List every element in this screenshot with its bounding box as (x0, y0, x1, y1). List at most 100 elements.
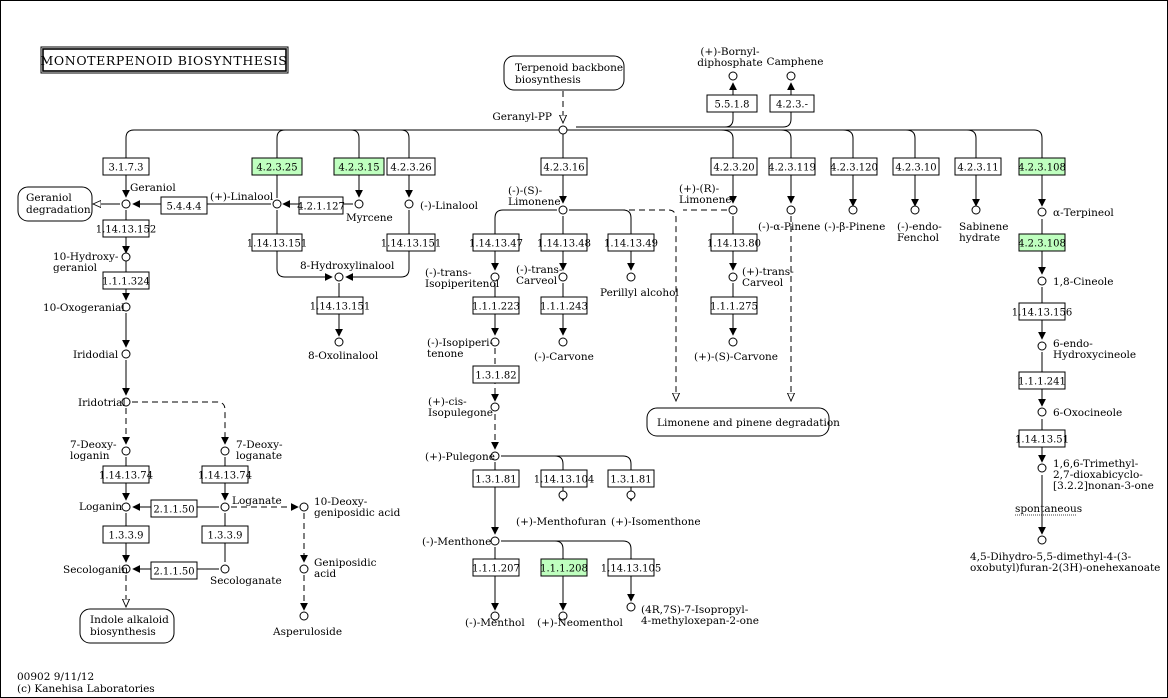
enzyme-5-4-4-4[interactable]: 5.4.4.4 (160, 196, 208, 215)
compound-node[interactable] (1037, 535, 1047, 545)
enzyme-4-2-3-11[interactable]: 4.2.3.11 (954, 157, 1002, 176)
enzyme-1-14-13-151[interactable]: 1.14.13.151 (381, 233, 441, 252)
compound-geraniol[interactable]: Geraniol (121, 182, 176, 209)
enzyme-1-3-3-9[interactable]: 1.3.3.9 (102, 525, 150, 544)
enzyme-1-1-1-223[interactable]: 1.1.1.223 (472, 296, 520, 315)
compound-node[interactable] (728, 205, 738, 215)
enzyme-1-3-3-9[interactable]: 1.3.3.9 (201, 525, 249, 544)
compound-node[interactable] (848, 205, 858, 215)
compound-deoxygeniposidic[interactable]: 10-Deoxy-geniposidic acid (299, 496, 401, 519)
compound-node[interactable] (558, 272, 568, 282)
enzyme-1-3-1-81[interactable]: 1.3.1.81 (472, 469, 520, 488)
enzyme-5-5-1-8[interactable]: 5.5.1.8 (706, 94, 758, 113)
compound-node[interactable] (1037, 407, 1047, 417)
compound-node[interactable] (626, 490, 636, 500)
compound-node[interactable] (786, 205, 796, 215)
enzyme-1-1-1-207[interactable]: 1.1.1.207 (472, 558, 520, 577)
enzyme-1-14-13-47[interactable]: 1.14.13.47 (469, 233, 523, 252)
enzyme-4-2-3-10[interactable]: 4.2.3.10 (892, 157, 940, 176)
compound-trimethyl[interactable]: 1,6,6-Trimethyl-2,7-dioxabicyclo-[3.2.2]… (1037, 458, 1154, 492)
compound-deoxyloganin[interactable]: 7-Deoxy-loganin (70, 439, 131, 462)
compound-perillyl[interactable]: Perillyl alcohol (600, 272, 679, 299)
compound-node[interactable] (558, 490, 568, 500)
compound-hydroxycineole[interactable]: 6-endo-Hydroxycineole (1037, 338, 1136, 361)
compound-isomenthone[interactable]: (+)-Isomenthone (611, 490, 701, 528)
compound-oxocineole[interactable]: 6-Oxocineole (1037, 407, 1122, 419)
compound-neomenthol[interactable]: (+)-Neomenthol (537, 611, 623, 629)
enzyme-1-1-1-208[interactable]: 1.1.1.208 (540, 558, 588, 577)
compound-node[interactable] (490, 451, 500, 461)
compound-node[interactable] (404, 199, 414, 209)
enzyme-1-1-1-241[interactable]: 1.1.1.241 (1018, 371, 1066, 390)
enzyme-4-2-3-25[interactable]: 4.2.3.25 (251, 157, 303, 176)
compound-beta-pinene[interactable]: (-)-β-Pinene (824, 205, 885, 233)
compound-geranyl-pp[interactable]: Geranyl-PP (492, 111, 568, 135)
compound-node[interactable] (490, 611, 500, 621)
enzyme-4-2-1-127[interactable]: 4.2.1.127 (297, 196, 345, 215)
compound-node[interactable] (786, 71, 796, 81)
enzyme-1-14-13-152[interactable]: 1.14.13.152 (96, 219, 156, 238)
compound-node[interactable] (220, 502, 230, 512)
compound-camphene[interactable]: Camphene (767, 56, 824, 81)
compound-oxolinalool[interactable]: 8-Oxolinalool (308, 337, 379, 362)
compound-node[interactable] (121, 302, 131, 312)
enzyme-1-14-13-105[interactable]: 1.14.13.105 (601, 558, 661, 577)
enzyme-4-2-3-16[interactable]: 4.2.3.16 (540, 157, 588, 176)
compound-deoxyloganate[interactable]: 7-Deoxy-loganate (220, 439, 283, 462)
enzyme-1-14-13-49[interactable]: 1.14.13.49 (604, 233, 658, 252)
enzyme-1-14-13-51[interactable]: 1.14.13.51 (1015, 429, 1069, 448)
compound-node[interactable] (728, 272, 738, 282)
compound-node[interactable] (490, 337, 500, 347)
compound-node[interactable] (121, 564, 131, 574)
compound-menthol[interactable]: (-)-Menthol (465, 611, 525, 629)
compound-isopiperitenone[interactable]: (-)-Isopiperi-tenone (427, 337, 500, 360)
compound-node[interactable] (1037, 341, 1047, 351)
compound-cineole[interactable]: 1,8-Cineole (1037, 276, 1114, 288)
enzyme-1-1-1-324[interactable]: 1.1.1.324 (102, 271, 150, 290)
compound-secologanin[interactable]: Secologanin (63, 564, 131, 576)
compound-secologanate[interactable]: Secologanate (210, 564, 282, 587)
compound-isopulegone[interactable]: (+)-cis-Isopulegone (428, 396, 500, 419)
enzyme-3-1-7-3[interactable]: 3.1.7.3 (102, 157, 150, 176)
compound-node[interactable] (728, 337, 738, 347)
compound-node[interactable] (558, 205, 568, 215)
enzyme-1-3-1-82[interactable]: 1.3.1.82 (472, 365, 520, 384)
enzyme-1-14-13-74[interactable]: 1.14.13.74 (198, 465, 252, 484)
compound-isopropyl-oxepanone[interactable]: (4R,7S)-7-Isopropyl-4-methyloxepan-2-one (626, 602, 759, 627)
compound-alpha-terpineol[interactable]: α-Terpineol (1037, 207, 1114, 219)
compound-node[interactable] (971, 205, 981, 215)
enzyme-1-14-13-104[interactable]: 1.14.13.104 (534, 469, 594, 488)
enzyme-1-1-1-243[interactable]: 1.1.1.243 (540, 296, 588, 315)
compound-node[interactable] (121, 502, 131, 512)
enzyme-4-2-3-15[interactable]: 4.2.3.15 (333, 157, 385, 176)
compound-node[interactable] (728, 71, 738, 81)
compound-limonene-r[interactable]: (+)-(R)-Limonene (679, 183, 738, 215)
compound-node[interactable] (1037, 276, 1047, 286)
compound-plus-linalool[interactable]: (+)-Linalool (210, 191, 282, 209)
enzyme-1-14-13-151[interactable]: 1.14.13.151 (310, 296, 370, 315)
compound-node[interactable] (558, 337, 568, 347)
compound-asperuloside[interactable]: Asperuloside (272, 611, 342, 638)
map-limonene-pinene[interactable]: Limonene and pinene degradation (646, 407, 840, 437)
compound-node[interactable] (490, 536, 500, 546)
compound-bornyl-pp[interactable]: (+)-Bornyl-diphosphate (697, 46, 763, 81)
map-indole-alkaloid[interactable]: Indole alkaloid biosynthesis (79, 608, 175, 644)
enzyme-1-14-13-48[interactable]: 1.14.13.48 (537, 233, 591, 252)
compound-node[interactable] (910, 205, 920, 215)
enzyme-1-3-1-81[interactable]: 1.3.1.81 (607, 469, 655, 488)
enzyme-4-2-3-120[interactable]: 4.2.3.120 (830, 157, 878, 176)
compound-node[interactable] (121, 397, 131, 407)
compound-node[interactable] (1037, 463, 1047, 473)
compound-carvone-minus[interactable]: (-)-Carvone (534, 337, 594, 363)
compound-iridodial[interactable]: Iridodial (73, 349, 131, 361)
compound-node[interactable] (354, 199, 364, 209)
compound-alpha-pinene[interactable]: (-)-α-Pinene (758, 205, 820, 233)
compound-menthofuran[interactable]: (+)-Menthofuran (516, 490, 606, 528)
enzyme-1-14-13-80[interactable]: 1.14.13.80 (707, 233, 761, 252)
enzyme-1-14-13-74[interactable]: 1.14.13.74 (99, 465, 153, 484)
compound-node[interactable] (299, 564, 309, 574)
compound-trans-isopiperitenol[interactable]: (-)-trans-Isopiperitenol (425, 267, 500, 290)
compound-node[interactable] (334, 272, 344, 282)
compound-node[interactable] (121, 349, 131, 359)
